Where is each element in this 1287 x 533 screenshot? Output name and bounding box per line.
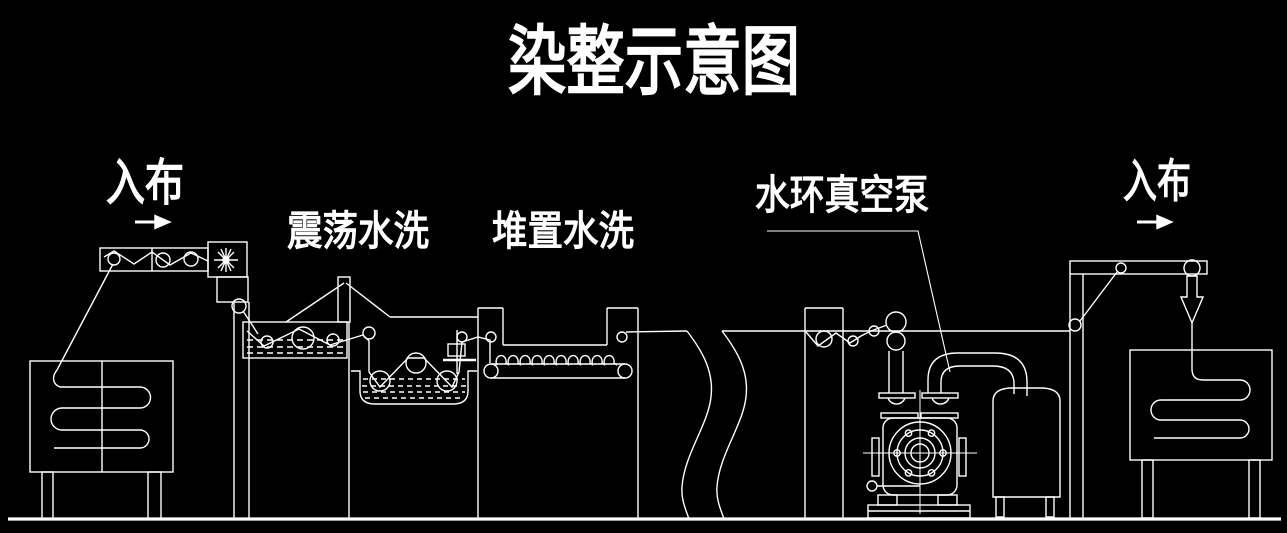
overhead-beam <box>1069 260 1208 275</box>
guide-roller <box>183 251 199 267</box>
guide-roller <box>155 252 171 268</box>
pipe-flange <box>878 392 916 399</box>
fabric-path <box>246 328 491 389</box>
oscillator-post <box>337 276 351 323</box>
label-fabric-in-right: 入布 <box>1123 156 1191 207</box>
squeeze-roller <box>886 331 906 351</box>
page-title: 染整示意图 <box>508 21 800 105</box>
guide-roller <box>231 298 247 314</box>
break-lines <box>681 330 748 520</box>
fabric-serpentine <box>1150 353 1251 439</box>
elbow-pipe <box>927 352 1028 396</box>
guide-roller <box>107 252 121 266</box>
label-fabric-in-left: 入布 <box>106 155 184 211</box>
fabric-in-left-arrow-icon <box>135 214 172 230</box>
guide-roller <box>815 330 833 348</box>
down-arrow-icon <box>1179 275 1205 325</box>
label-leader-line <box>767 230 951 373</box>
oscillator-motor <box>447 343 466 357</box>
fabric-path <box>56 263 114 371</box>
tub-roller <box>436 370 458 392</box>
tank-leg <box>41 471 54 520</box>
fabric-serpentine <box>50 369 152 449</box>
vessel-leg <box>1045 496 1055 518</box>
bolt-circle <box>893 429 947 477</box>
tub-roller <box>369 370 391 392</box>
piled-fabric <box>495 354 618 366</box>
guide-roller <box>362 326 376 340</box>
guide-roller <box>1068 318 1082 332</box>
stacking-washer <box>477 307 688 519</box>
fabric-path <box>805 324 888 347</box>
label-vacuum-pump: 水环真空泵 <box>755 172 929 218</box>
tank-leg <box>1141 459 1154 519</box>
label-oscillating-wash: 震荡水洗 <box>287 208 429 254</box>
pump-room <box>722 307 1070 519</box>
tank-leg <box>147 471 162 520</box>
tank-leg <box>1248 459 1261 519</box>
oscillating-washer <box>242 276 491 519</box>
trough-roller <box>291 326 315 350</box>
pipe-flange <box>921 392 959 399</box>
guide-roller <box>616 331 628 343</box>
vessel-leg <box>995 496 1005 518</box>
water-level-lines <box>247 339 344 354</box>
lift-roller <box>405 352 427 374</box>
star-wheel-icon <box>214 248 238 272</box>
guide-roller <box>1115 262 1127 274</box>
side-flange <box>958 437 967 477</box>
right-exit-frame <box>1068 259 1208 519</box>
side-flange <box>871 437 880 477</box>
fabric-path <box>625 330 688 333</box>
fabric-path <box>103 250 209 266</box>
elbow-pipe <box>940 365 1015 394</box>
dye-tank-left <box>29 360 174 520</box>
fabric-in-right-arrow-icon <box>1137 214 1174 230</box>
guide-roller <box>456 331 468 343</box>
fabric-path <box>1079 271 1118 322</box>
guide-roller <box>868 325 880 337</box>
separator-vessel <box>992 387 1061 518</box>
label-stacking-wash: 堆置水洗 <box>492 208 634 254</box>
water-level-lines <box>362 378 466 399</box>
dye-tank-right <box>1129 349 1273 519</box>
wash-tub <box>351 370 477 405</box>
trough-roller <box>326 333 340 347</box>
left-entry-frame <box>56 241 259 519</box>
vacuum-pump <box>863 351 1028 519</box>
guide-roller <box>485 331 497 343</box>
guide-roller <box>847 335 859 347</box>
